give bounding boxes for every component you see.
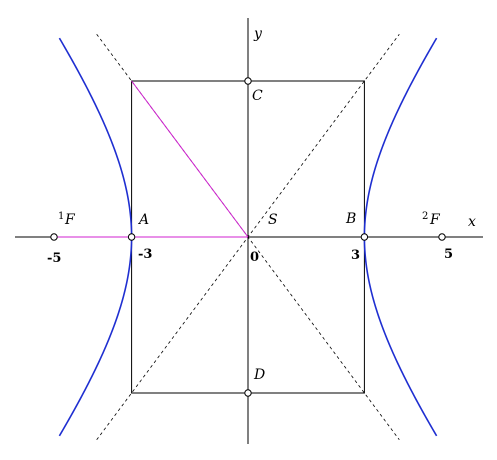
focus-label-f1-superscript: 1	[58, 211, 64, 222]
point-label-b: B	[345, 211, 356, 227]
vertex-point-a	[127, 233, 136, 241]
tick-label-pos5: 5	[444, 247, 453, 262]
point-label-a: A	[137, 212, 149, 228]
diagonal-segment-s-corner	[131, 80, 249, 238]
y-axis-label: y	[253, 26, 263, 42]
focus-label-f2-superscript: 2	[422, 211, 428, 222]
tick-label-pos3: 3	[351, 248, 360, 263]
center-label-s: S	[268, 212, 278, 228]
vertex-point-b	[360, 233, 369, 241]
point-label-c: C	[252, 88, 263, 104]
tick-label-zero: 0	[250, 250, 259, 265]
tick-label-neg5: -5	[47, 251, 61, 266]
point-label-d: D	[253, 367, 265, 383]
co-vertex-point-d	[244, 389, 252, 397]
focus-point-f2	[438, 233, 446, 241]
focus-label-f1: F	[64, 212, 76, 228]
tick-label-neg3: -3	[138, 247, 152, 262]
focus-point-f1	[50, 233, 58, 241]
x-axis-label: x	[468, 214, 476, 230]
co-vertex-point-c	[244, 77, 252, 85]
focus-label-f2: F	[429, 212, 441, 228]
